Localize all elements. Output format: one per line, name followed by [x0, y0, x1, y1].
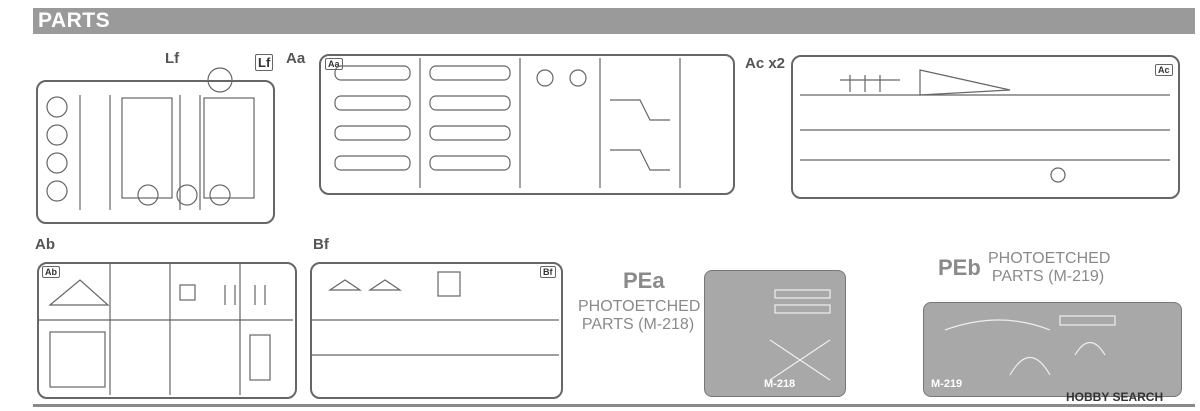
sprue-tag-lf: Lf — [255, 54, 274, 71]
pe-desc-peb-line2: PARTS (M-219) — [991, 268, 1105, 285]
pe-label-pea: PEa — [623, 268, 665, 293]
watermark: HOBBY SEARCH — [1066, 390, 1164, 404]
sprue-label-ac: Ac x2 — [745, 55, 786, 72]
sprue-tag-ab: Ab — [42, 266, 60, 278]
pe-plate-code-m218: M-218 — [764, 378, 796, 390]
parts-header-bar — [33, 8, 1195, 34]
sprue-aa — [319, 54, 735, 195]
pe-desc-pea: PHOTOETCHED PARTS (M-218) — [578, 298, 701, 334]
bottom-rule — [33, 404, 1195, 407]
sprue-label-ab: Ab — [35, 236, 55, 253]
sprue-label-bf: Bf — [313, 236, 329, 253]
pe-desc-peb: PHOTOETCHED PARTS (M-219) — [988, 250, 1111, 286]
pe-plate-m219 — [923, 302, 1182, 397]
pe-desc-pea-line1: PHOTOETCHED — [578, 298, 701, 315]
sprue-tag-bf: Bf — [540, 266, 556, 278]
sprue-label-lf: Lf — [165, 50, 180, 67]
sprue-label-aa: Aa — [286, 50, 306, 67]
sprue-lf — [36, 80, 275, 224]
sprue-ab — [37, 262, 297, 399]
pe-plate-code-m219: M-219 — [931, 378, 963, 390]
pe-label-peb: PEb — [938, 255, 981, 280]
sprue-tag-ac: Ac — [1155, 64, 1173, 76]
pe-desc-peb-line1: PHOTOETCHED — [988, 250, 1111, 267]
sprue-ac — [791, 55, 1180, 199]
page-title: PARTS — [38, 9, 111, 32]
pe-desc-pea-line2: PARTS (M-218) — [581, 316, 695, 333]
